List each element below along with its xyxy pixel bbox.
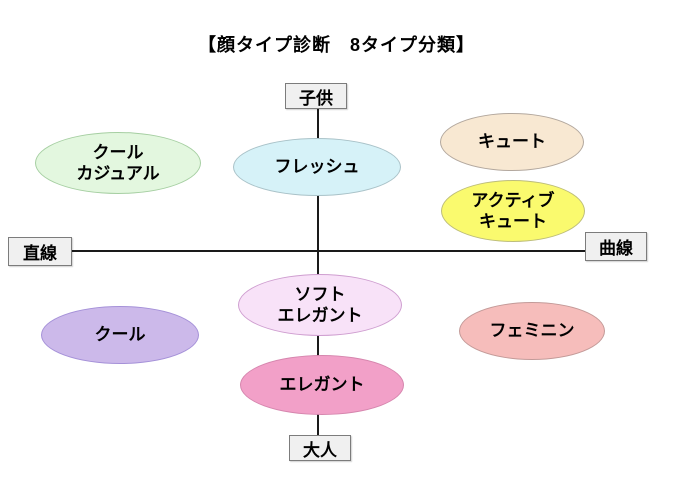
type-label-cool-casual: クール カジュアル: [76, 142, 160, 183]
axis-label-adult: 大人: [289, 435, 351, 461]
type-label-feminine: フェミニン: [489, 321, 575, 341]
axis-label-adult-text: 大人: [303, 440, 337, 460]
type-label-cool: クール: [94, 325, 146, 345]
type-label-soft-elegant: ソフト エレガント: [277, 284, 363, 325]
axis-label-curved-line: 曲線: [585, 232, 647, 261]
type-label-elegant: エレガント: [279, 375, 365, 395]
type-label-fresh: フレッシュ: [274, 157, 360, 177]
axis-label-straight-text: 直線: [23, 244, 57, 263]
type-ellipse-active-cute: アクティブ キュート: [441, 180, 585, 242]
type-label-active-cute: アクティブ キュート: [471, 190, 555, 231]
type-ellipse-cool: クール: [41, 306, 199, 364]
axis-label-curve-text: 曲線: [599, 239, 633, 258]
type-ellipse-fresh: フレッシュ: [233, 138, 401, 196]
axis-label-child-text: 子供: [299, 88, 333, 108]
diagram-title: 【顔タイプ診断 8タイプ分類】: [197, 35, 475, 55]
axis-label-child: 子供: [285, 83, 347, 109]
type-ellipse-elegant: エレガント: [240, 355, 404, 415]
type-ellipse-soft-elegant: ソフト エレガント: [238, 274, 402, 336]
horizontal-axis-line: [72, 250, 585, 252]
type-ellipse-cute: キュート: [440, 113, 584, 171]
vertical-axis-line: [317, 107, 319, 438]
type-ellipse-cool-casual: クール カジュアル: [35, 132, 201, 194]
type-label-cute: キュート: [478, 132, 546, 152]
axis-label-straight-line: 直線: [8, 237, 72, 266]
type-ellipse-feminine: フェミニン: [459, 302, 605, 360]
